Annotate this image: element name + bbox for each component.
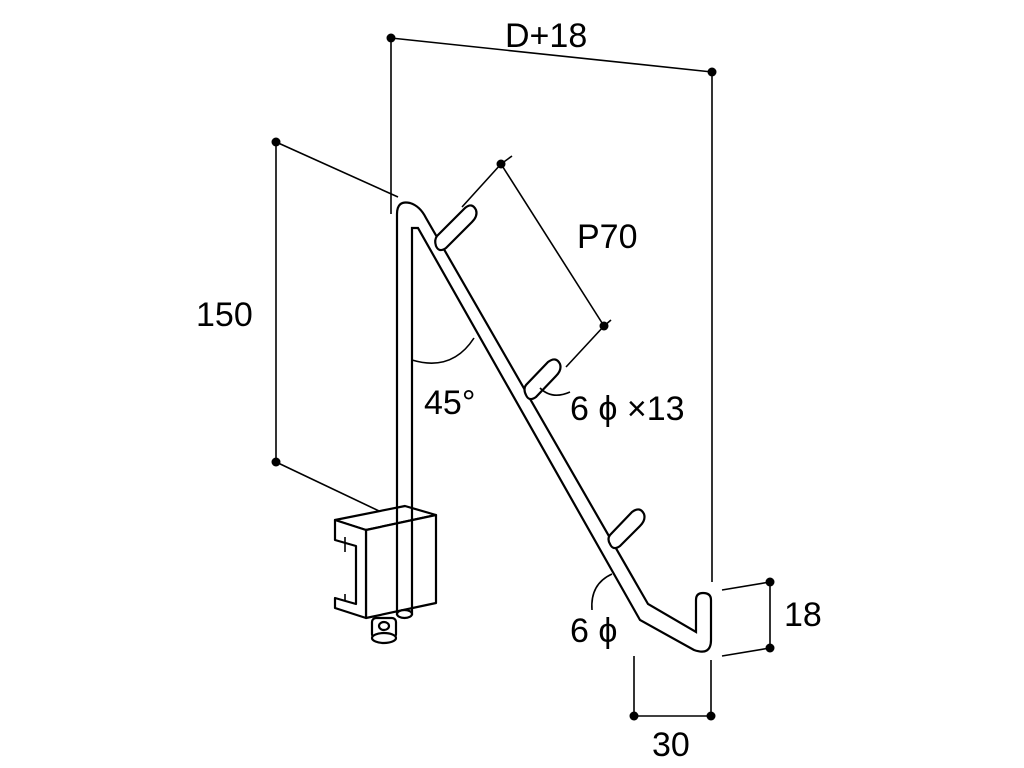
rod-spec-label: 6 ϕ <box>570 612 617 650</box>
dimension-tip-height: 18 <box>721 577 822 657</box>
peg-middle <box>523 358 562 401</box>
hook-rod <box>395 201 713 653</box>
peg-spec-label: 6 ϕ ×13 <box>570 390 685 428</box>
dimension-angle: 45° <box>411 337 475 422</box>
dimension-pitch: P70 <box>461 155 638 368</box>
mounting-bracket <box>333 504 438 645</box>
depth-label: D+18 <box>505 17 587 55</box>
tip-width-label: 30 <box>652 726 690 764</box>
rod-callout: 6 ϕ <box>570 573 617 650</box>
dimension-height: 150 <box>196 137 399 521</box>
height-label: 150 <box>196 296 253 334</box>
dimension-tip-width: 30 <box>629 656 716 764</box>
peg-bottom <box>607 508 646 550</box>
tip-height-label: 18 <box>784 596 822 634</box>
peg-callout: 6 ϕ ×13 <box>539 387 685 428</box>
dimension-depth: D+18 <box>386 17 717 582</box>
pitch-label: P70 <box>577 218 638 256</box>
angle-label: 45° <box>424 384 475 422</box>
peg-top <box>434 204 478 252</box>
